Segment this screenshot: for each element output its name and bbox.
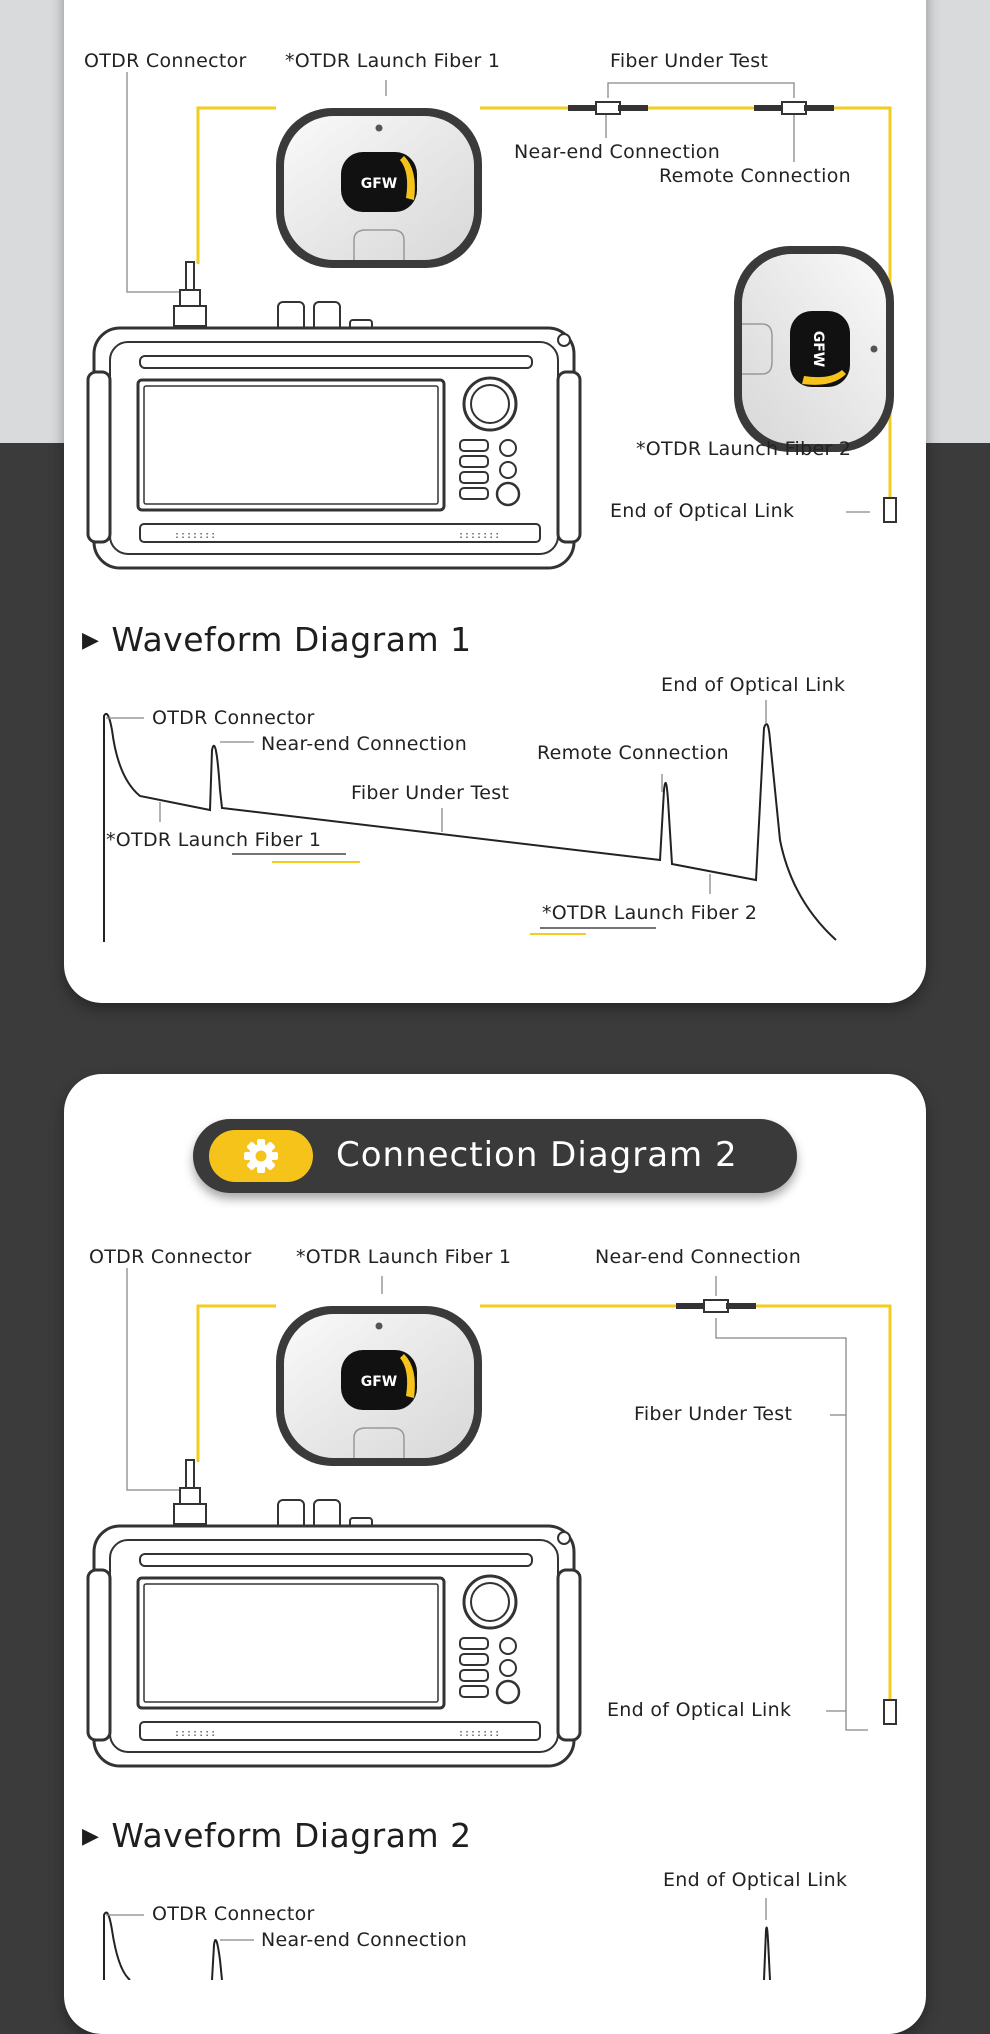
connection-diagram-2: [86, 1268, 897, 1768]
gear-icon: [209, 1130, 313, 1182]
wave-label-launch-fiber-2: *OTDR Launch Fiber 2: [542, 902, 758, 924]
label-launch-fiber-1: *OTDR Launch Fiber 1: [285, 50, 501, 72]
label2-near-end-connection: Near-end Connection: [595, 1246, 802, 1268]
connection-diagram-2-title: Connection Diagram 2: [336, 1135, 738, 1175]
wave-label-remote: Remote Connection: [537, 742, 729, 764]
waveform-1-title-text: Waveform Diagram 1: [111, 620, 472, 659]
wave-label-near-end: Near-end Connection: [261, 733, 468, 755]
label2-fiber-under-test: Fiber Under Test: [634, 1403, 793, 1425]
diagram-drawings: ::::::: ::::::: GFW: [86, 72, 897, 1980]
waveform-2-title: ▶ Waveform Diagram 2: [82, 1816, 472, 1855]
label-otdr-connector: OTDR Connector: [84, 50, 247, 72]
wave-label-end-of-link: End of Optical Link: [661, 674, 846, 696]
wave-label-otdr-connector: OTDR Connector: [152, 707, 315, 729]
triangle-bullet-icon: ▶: [82, 1824, 100, 1849]
label-end-of-optical-link: End of Optical Link: [610, 500, 795, 522]
waveform-2-title-text: Waveform Diagram 2: [111, 1816, 472, 1855]
wave-label-launch-fiber-1: *OTDR Launch Fiber 1: [106, 829, 322, 851]
connection-diagram-1: [86, 72, 897, 570]
waveform-diagram-2: [103, 1898, 771, 1980]
waveform-diagram-1: [103, 700, 837, 942]
triangle-bullet-icon: ▶: [82, 628, 100, 653]
waveform-1-title: ▶ Waveform Diagram 1: [82, 620, 472, 659]
wave2-label-near-end: Near-end Connection: [261, 1929, 468, 1951]
launch-fiber-1-box: [275, 107, 483, 269]
label2-end-of-optical-link: End of Optical Link: [607, 1699, 792, 1721]
connection-diagram-2-header: Connection Diagram 2: [193, 1119, 797, 1193]
label2-otdr-connector: OTDR Connector: [89, 1246, 252, 1268]
wave2-label-end-of-link: End of Optical Link: [663, 1869, 848, 1891]
label-near-end-connection: Near-end Connection: [514, 141, 721, 163]
wave2-label-otdr-connector: OTDR Connector: [152, 1903, 315, 1925]
label-remote-connection: Remote Connection: [659, 165, 851, 187]
wave-label-fiber-under-test: Fiber Under Test: [351, 782, 510, 804]
label-launch-fiber-2: *OTDR Launch Fiber 2: [636, 438, 852, 460]
label2-launch-fiber-1: *OTDR Launch Fiber 1: [296, 1246, 512, 1268]
label-fiber-under-test: Fiber Under Test: [610, 50, 769, 72]
